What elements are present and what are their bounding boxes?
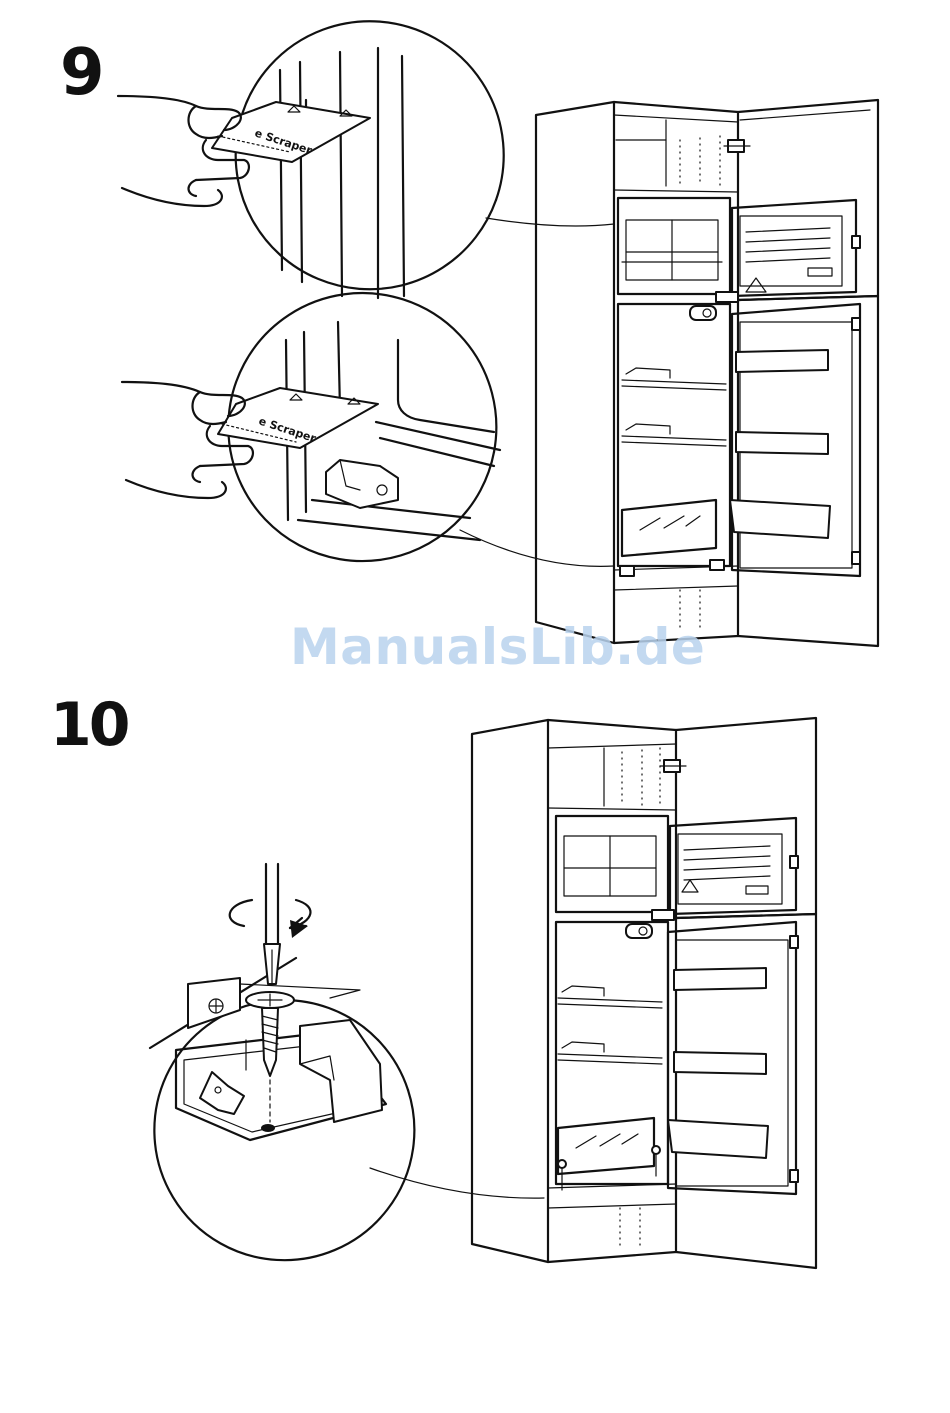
step9-detail-top: e Scraper	[118, 21, 614, 298]
step9-detail-bottom: e Scraper	[122, 293, 614, 566]
watermark: ManualsLib.de	[290, 618, 705, 676]
step10-detail	[150, 864, 544, 1260]
step10-cabinet-drawing	[472, 718, 816, 1268]
rotate-clockwise-icon	[230, 900, 311, 938]
step9-cabinet-drawing	[536, 100, 878, 646]
